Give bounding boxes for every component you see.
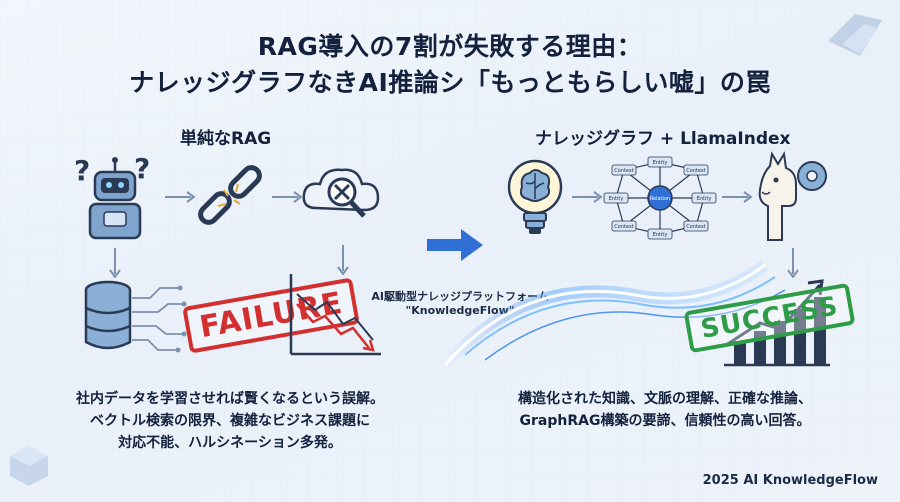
graph-node: Context	[614, 168, 634, 174]
transition-arrow-icon	[427, 229, 483, 261]
growth-chart-icon	[724, 279, 830, 367]
footer-credit: 2025 AI KnowledgeFlow	[702, 473, 878, 488]
flow-arrow-3	[572, 191, 602, 203]
graph-node: Context	[686, 224, 706, 230]
corner-cube-icon	[10, 446, 48, 486]
knowledge-graph-heading: ナレッジグラフ + LlamaIndex	[535, 129, 791, 149]
light-wave-graphic	[440, 260, 786, 369]
down-arrow-left	[109, 248, 121, 278]
down-arrow-right	[787, 248, 799, 278]
failed-search-cloud-icon	[302, 168, 380, 218]
platform-name: "KnowledgeFlow"	[405, 304, 515, 317]
graph-node: Context	[614, 224, 634, 230]
graph-node: Entity	[653, 160, 668, 166]
graph-node: Context	[686, 168, 706, 174]
graph-center-node: Relation	[650, 196, 670, 202]
graph-node: Entity	[609, 196, 624, 202]
database-icon	[84, 280, 187, 353]
broken-chain-icon	[198, 165, 262, 225]
confused-robot-icon: ? ?	[74, 152, 150, 240]
llama-icon	[758, 151, 827, 241]
failure-caption-line: ベクトル検索の限界、複雑なビジネス課題に	[90, 413, 370, 429]
success-caption: 構造化された知識、文脈の理解、正確な推論、 GraphRAG構築の要諦、信頼性の…	[475, 388, 855, 432]
svg-text:?: ?	[74, 154, 90, 187]
success-caption-line: GraphRAG構築の要諦、信頼性の高い回答。	[519, 413, 811, 429]
down-arrow-cloud	[337, 245, 349, 275]
simple-rag-heading: 単純なRAG	[180, 129, 272, 149]
brain-lightbulb-icon	[507, 159, 563, 234]
graph-node: Entity	[653, 232, 668, 238]
flow-arrow-2	[272, 191, 302, 203]
platform-label: AI駆動型ナレッジプラットフォーム	[371, 290, 549, 303]
declining-chart-icon	[289, 274, 381, 356]
page-title-line-1: RAG導入の7割が失敗する理由：	[257, 32, 643, 61]
failure-caption-line: 社内データを学習させれば賢くなるという誤解。	[76, 391, 384, 407]
graph-node: Entity	[697, 196, 712, 202]
svg-text:?: ?	[134, 152, 150, 185]
page-title-line-2: ナレッジグラフなきAI推論シ「もっともらしい嘘」の罠	[129, 68, 771, 97]
flow-arrow-1	[165, 191, 195, 203]
failure-caption-line: 対応不能、ハルシネーション多発。	[118, 435, 342, 451]
flow-arrow-4	[722, 191, 752, 203]
corner-logo-icon	[828, 14, 882, 56]
knowledge-graph-diagram: Relation Entity Context Entity Context E…	[603, 156, 717, 240]
success-caption-line: 構造化された知識、文脈の理解、正確な推論、	[518, 391, 812, 407]
failure-caption: 社内データを学習させれば賢くなるという誤解。 ベクトル検索の限界、複雑なビジネス…	[50, 388, 410, 454]
